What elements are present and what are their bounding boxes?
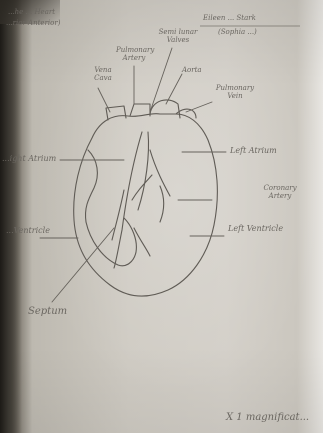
label-pulmonary-vein: Pulmonary Vein [212, 84, 258, 100]
label-left-atrium: Left Atrium [230, 146, 277, 155]
header-right-line2: (Sophia ...) [218, 28, 257, 36]
label-vena-cava: Vena Cava [88, 66, 118, 82]
label-right-ventricle: ...Ventricle [6, 226, 50, 235]
right-ventricle-bulge [86, 218, 136, 266]
header-right-line1: Eileen ... Stark [203, 14, 256, 22]
leader-semilunar [150, 48, 172, 112]
header-left-line2: ...rior Anterior) [6, 19, 60, 27]
septum-curve [114, 132, 142, 268]
septum-curve-2 [138, 132, 149, 210]
label-coronary-artery: Coronary Artery [256, 184, 304, 200]
coronary-branch-4 [112, 190, 124, 240]
label-semilunar-valves: Semi lunar Valves [158, 28, 198, 44]
label-pulmonary-artery: Pulmonary Artery [116, 46, 152, 62]
vena-cava-stub [106, 106, 126, 120]
leader-pulmonary-vein [186, 102, 212, 112]
leader-aorta [166, 74, 182, 104]
label-septum: Septum [28, 306, 67, 318]
heart-outline [74, 114, 218, 297]
leader-septum [52, 228, 114, 302]
label-aorta: Aorta [182, 66, 202, 74]
label-magnification: X 1 magnificat... [226, 412, 309, 424]
right-atrium-curve [85, 150, 97, 222]
aorta-arch [150, 100, 180, 118]
leader-vena-cava [98, 88, 110, 112]
label-left-ventricle: Left Ventricle [228, 224, 283, 233]
coronary-branch-3 [160, 186, 164, 222]
label-right-atrium: ...ight Atrium [2, 154, 56, 163]
coronary-branch-1 [150, 150, 170, 196]
header-left-line1: ...he ... Heart [8, 8, 55, 16]
